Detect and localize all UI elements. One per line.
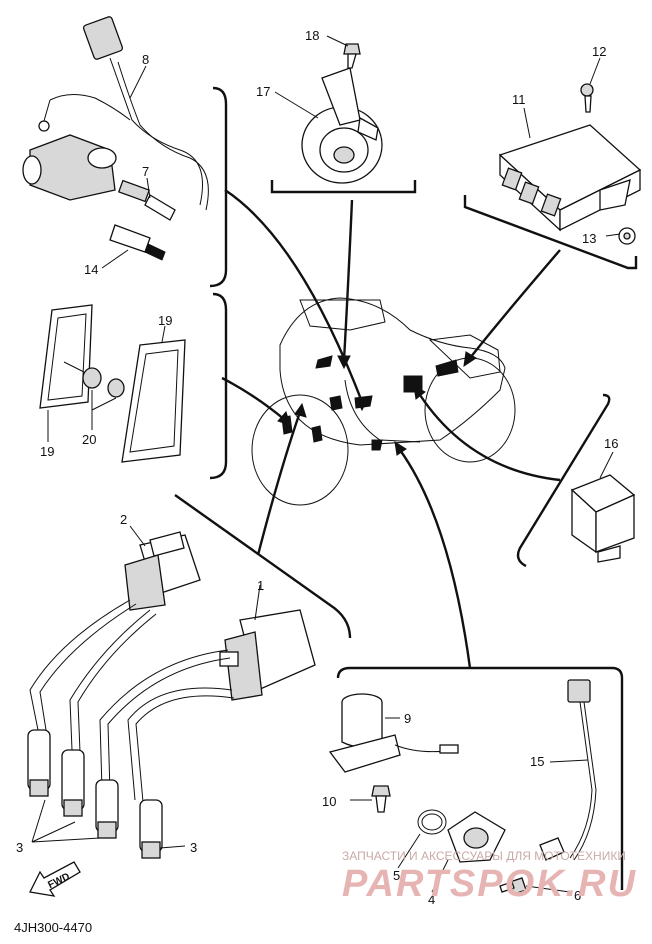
callout-leaders xyxy=(31,35,621,893)
motorcycle-outline xyxy=(251,297,516,506)
group-brackets xyxy=(174,86,638,890)
callout-14: 14 xyxy=(84,262,98,277)
callout-18: 18 xyxy=(305,28,319,43)
watermark-tagline: ЗАПЧАСТИ И АКСЕССУАРЫ ДЛЯ МОТОТЕХНИКИ xyxy=(342,849,626,863)
callout-1: 1 xyxy=(257,578,264,593)
o-ring xyxy=(417,809,447,835)
ignition-coil-1 xyxy=(219,609,316,701)
callout-10: 10 xyxy=(322,794,336,809)
horn xyxy=(301,67,383,184)
callout-19-left: 19 xyxy=(40,444,54,459)
leader-lines xyxy=(221,189,561,669)
callout-3-right: 3 xyxy=(190,840,197,855)
callout-12: 12 xyxy=(592,44,606,59)
forward-arrow-icon: FWD xyxy=(29,861,81,897)
speed-sensor-lead xyxy=(539,679,597,861)
diagram-code: 4JH300-4470 xyxy=(14,920,92,935)
callout-17: 17 xyxy=(256,84,270,99)
plate-bolt xyxy=(499,877,527,895)
callout-5: 5 xyxy=(393,868,400,883)
high-tension-leads xyxy=(29,599,235,803)
cdi-screw xyxy=(580,83,594,113)
horn-bolt xyxy=(343,43,361,69)
callout-numbers: 1 2 3 3 4 5 6 7 8 9 10 11 12 13 14 15 16… xyxy=(16,28,618,907)
callout-9: 9 xyxy=(404,711,411,726)
servo-bolt xyxy=(371,785,391,813)
callout-15: 15 xyxy=(530,754,544,769)
callout-20: 20 xyxy=(82,432,96,447)
callout-6: 6 xyxy=(574,888,581,903)
neutral-switch-assembly xyxy=(22,16,209,261)
gasket-plate xyxy=(447,811,506,863)
starter-relay xyxy=(570,474,636,563)
callout-4: 4 xyxy=(428,892,435,907)
cdi-unit xyxy=(498,124,642,232)
callout-19-right: 19 xyxy=(158,313,172,328)
spark-plug-cap xyxy=(27,729,163,859)
ignition-coil-2 xyxy=(124,531,201,611)
callout-8: 8 xyxy=(142,52,149,67)
callout-16: 16 xyxy=(604,436,618,451)
callout-13: 13 xyxy=(582,231,596,246)
servo-motor xyxy=(328,693,459,773)
side-reflector-left xyxy=(39,304,93,409)
side-reflector-right xyxy=(121,339,186,463)
callout-2: 2 xyxy=(120,512,127,527)
callout-11: 11 xyxy=(512,92,526,107)
callout-7: 7 xyxy=(142,164,149,179)
reflector-spacer xyxy=(63,361,125,398)
callout-3-left: 3 xyxy=(16,840,23,855)
watermark-logo: PARTSPOK.RU xyxy=(342,863,637,905)
cdi-nut xyxy=(618,227,636,245)
